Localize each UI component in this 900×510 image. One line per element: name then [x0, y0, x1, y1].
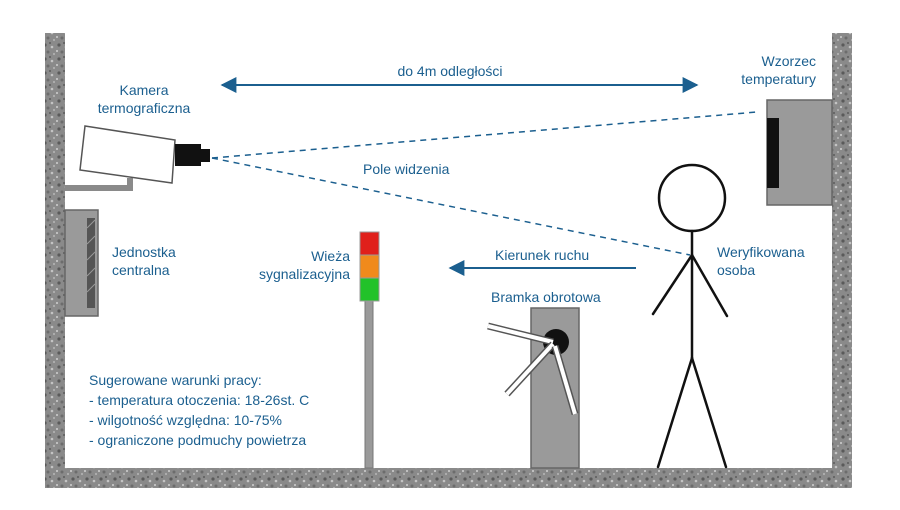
turnstile-icon	[487, 307, 580, 469]
reference-label: Wzorzec temperatury	[690, 52, 816, 88]
person-label: Weryfikowana osoba	[717, 243, 805, 279]
floor	[45, 468, 852, 488]
field-of-view-upper	[211, 111, 758, 159]
central-unit-label-line2: centralna	[112, 262, 170, 278]
working-conditions: Sugerowane warunki pracy: - temperatura …	[89, 370, 309, 450]
temperature-reference-box	[766, 99, 833, 206]
signal-tower-icon	[359, 231, 380, 469]
central-unit-box	[64, 209, 99, 317]
reference-label-line1: Wzorzec	[761, 53, 816, 69]
distance-label: do 4m odległości	[397, 63, 503, 79]
reference-label-line2: temperatury	[741, 71, 816, 87]
signal-tower-label-line2: sygnalizacyjna	[258, 266, 350, 282]
camera-label-line1: Kamera	[119, 82, 169, 98]
signal-tower-label: Wieża sygnalizacyjna	[214, 247, 350, 283]
signal-tower-label-line1: Wieża	[311, 248, 350, 264]
condition-item: - ograniczone podmuchy powietrza	[89, 432, 307, 448]
person-label-line1: Weryfikowana	[717, 244, 805, 260]
camera-label-line2: termograficzna	[97, 100, 191, 116]
central-unit-label-line1: Jednostka	[112, 244, 176, 260]
turnstile-label: Bramka obrotowa	[491, 289, 601, 305]
right-wall	[832, 33, 852, 470]
condition-item: - wilgotność względna: 10-75%	[89, 412, 282, 428]
stick-figure-icon	[651, 163, 729, 469]
person-label-line2: osoba	[717, 262, 756, 278]
direction-label: Kierunek ruchu	[495, 247, 590, 263]
working-conditions-title: Sugerowane warunki pracy:	[89, 372, 262, 388]
left-wall	[45, 33, 65, 470]
field-of-view-label: Pole widzenia	[363, 161, 450, 177]
central-unit-label: Jednostka centralna	[112, 243, 176, 279]
camera-icon	[65, 125, 210, 191]
camera-label: Kamera termograficzna	[84, 81, 204, 117]
condition-item: - temperatura otoczenia: 18-26st. C	[89, 392, 310, 408]
field-of-view-lower	[211, 157, 691, 256]
